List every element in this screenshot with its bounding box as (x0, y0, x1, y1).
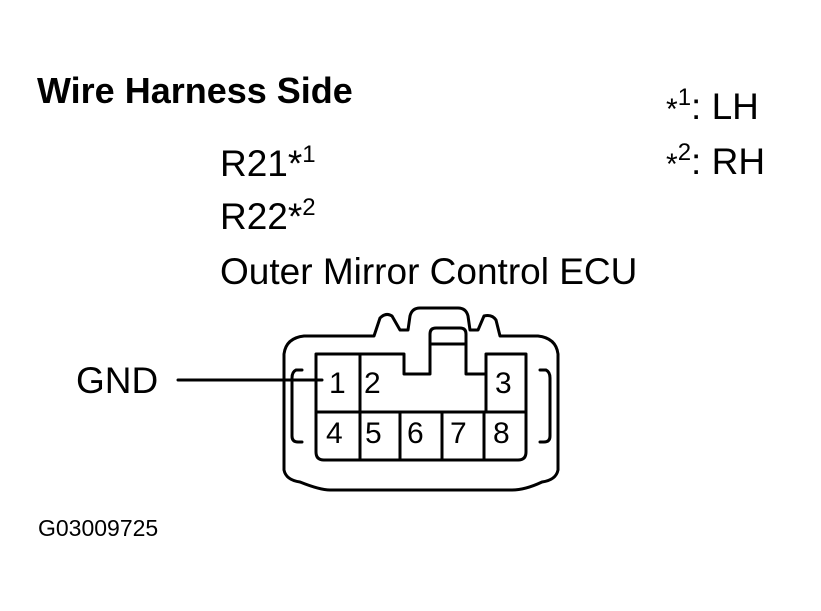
gnd-label: GND (76, 360, 159, 401)
note-star: * (666, 148, 678, 181)
left-side-latch (290, 368, 304, 444)
right-side-latch (538, 368, 552, 444)
note-lh: *1: LH (666, 86, 759, 131)
pin-7: 7 (450, 417, 467, 450)
pin-4: 4 (326, 417, 343, 450)
connector-mark: * (287, 143, 303, 184)
pin-1: 1 (329, 367, 346, 400)
connector-housing-outline (282, 306, 560, 492)
note-number: 2 (677, 139, 692, 166)
pin-5: 5 (365, 417, 382, 450)
connector-note: 1 (302, 141, 316, 168)
connector-mark: * (287, 196, 303, 237)
connector-inner-cavity (314, 342, 528, 462)
connector-code-r22: R22*2 (220, 196, 316, 238)
diagram-title: Wire Harness Side (37, 70, 353, 111)
note-text: : RH (691, 141, 766, 182)
connector-code: R21 (220, 143, 288, 184)
connector-note: 2 (302, 194, 316, 221)
pin-2: 2 (364, 367, 381, 400)
note-number: 1 (677, 84, 692, 111)
connector-code-r21: R21*1 (220, 143, 316, 185)
note-text: : LH (691, 86, 759, 127)
note-star: * (666, 93, 678, 126)
note-rh: *2: RH (666, 141, 765, 186)
figure-code: G03009725 (38, 515, 159, 541)
component-name: Outer Mirror Control ECU (220, 251, 638, 292)
lock-tab (428, 326, 468, 346)
pin-3: 3 (495, 367, 512, 400)
pin-8: 8 (493, 417, 510, 450)
connector-code: R22 (220, 196, 288, 237)
pin-6: 6 (407, 417, 424, 450)
